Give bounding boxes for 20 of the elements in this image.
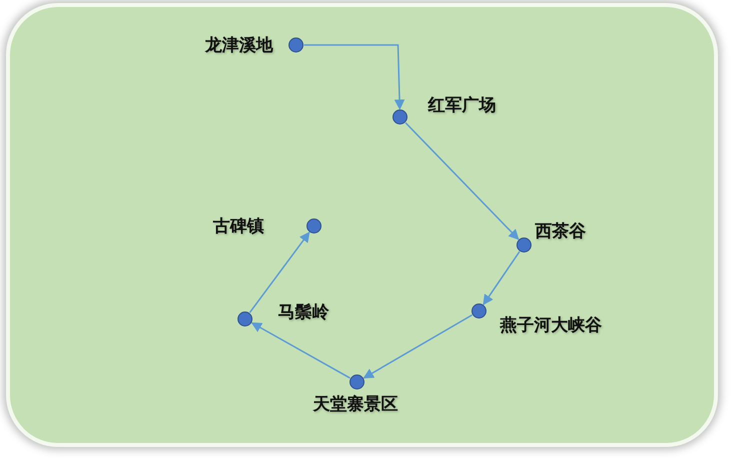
- place-label: 天堂寨景区: [313, 394, 398, 416]
- place-label: 红军广场: [428, 94, 496, 116]
- arrow: [304, 44, 405, 110]
- place-label: 西茶谷: [535, 220, 586, 242]
- arrow: [251, 322, 350, 379]
- location-dot: [288, 38, 304, 52]
- location-dot: [516, 238, 532, 252]
- arrow: [249, 232, 310, 314]
- place-label: 龙津溪地: [205, 34, 273, 56]
- location-dot: [306, 218, 322, 234]
- location-dot: [350, 374, 364, 390]
- arrow: [482, 251, 520, 306]
- location-dot: [238, 312, 252, 326]
- place-label: 燕子河大峡谷: [500, 314, 602, 336]
- arrow: [405, 122, 520, 240]
- place-label: 马鬃岭: [278, 302, 329, 324]
- location-dot: [392, 110, 408, 124]
- place-label: 古碑镇: [213, 216, 264, 238]
- arrow: [363, 314, 472, 379]
- location-dot: [472, 304, 486, 318]
